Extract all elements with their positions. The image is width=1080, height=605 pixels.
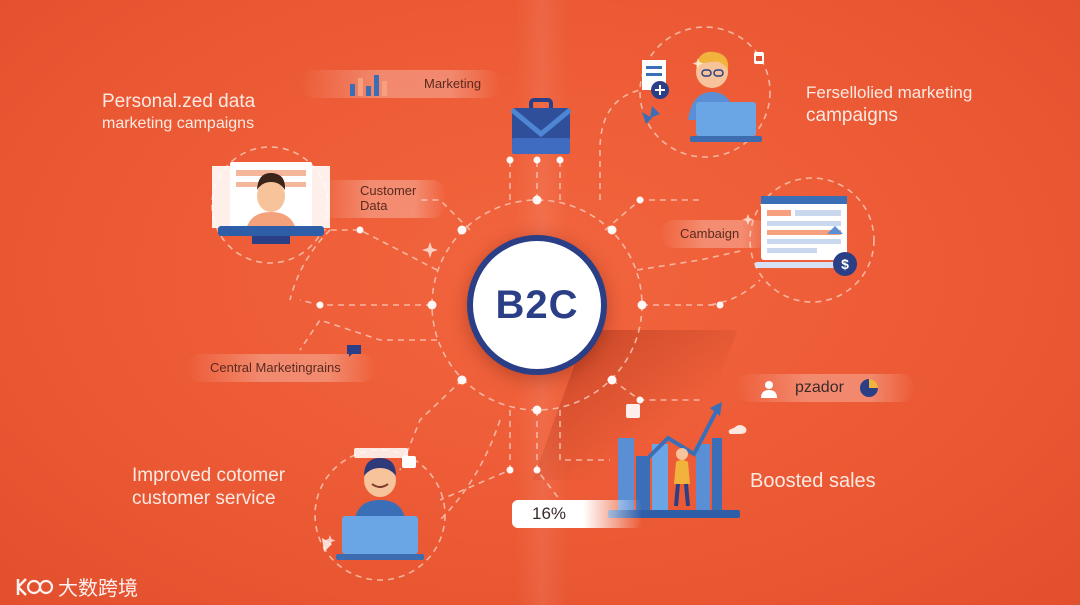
watermark: 大数跨境 [14,572,138,601]
watermark-text: 大数跨境 [58,572,138,601]
watermark-logo-icon [14,575,54,599]
